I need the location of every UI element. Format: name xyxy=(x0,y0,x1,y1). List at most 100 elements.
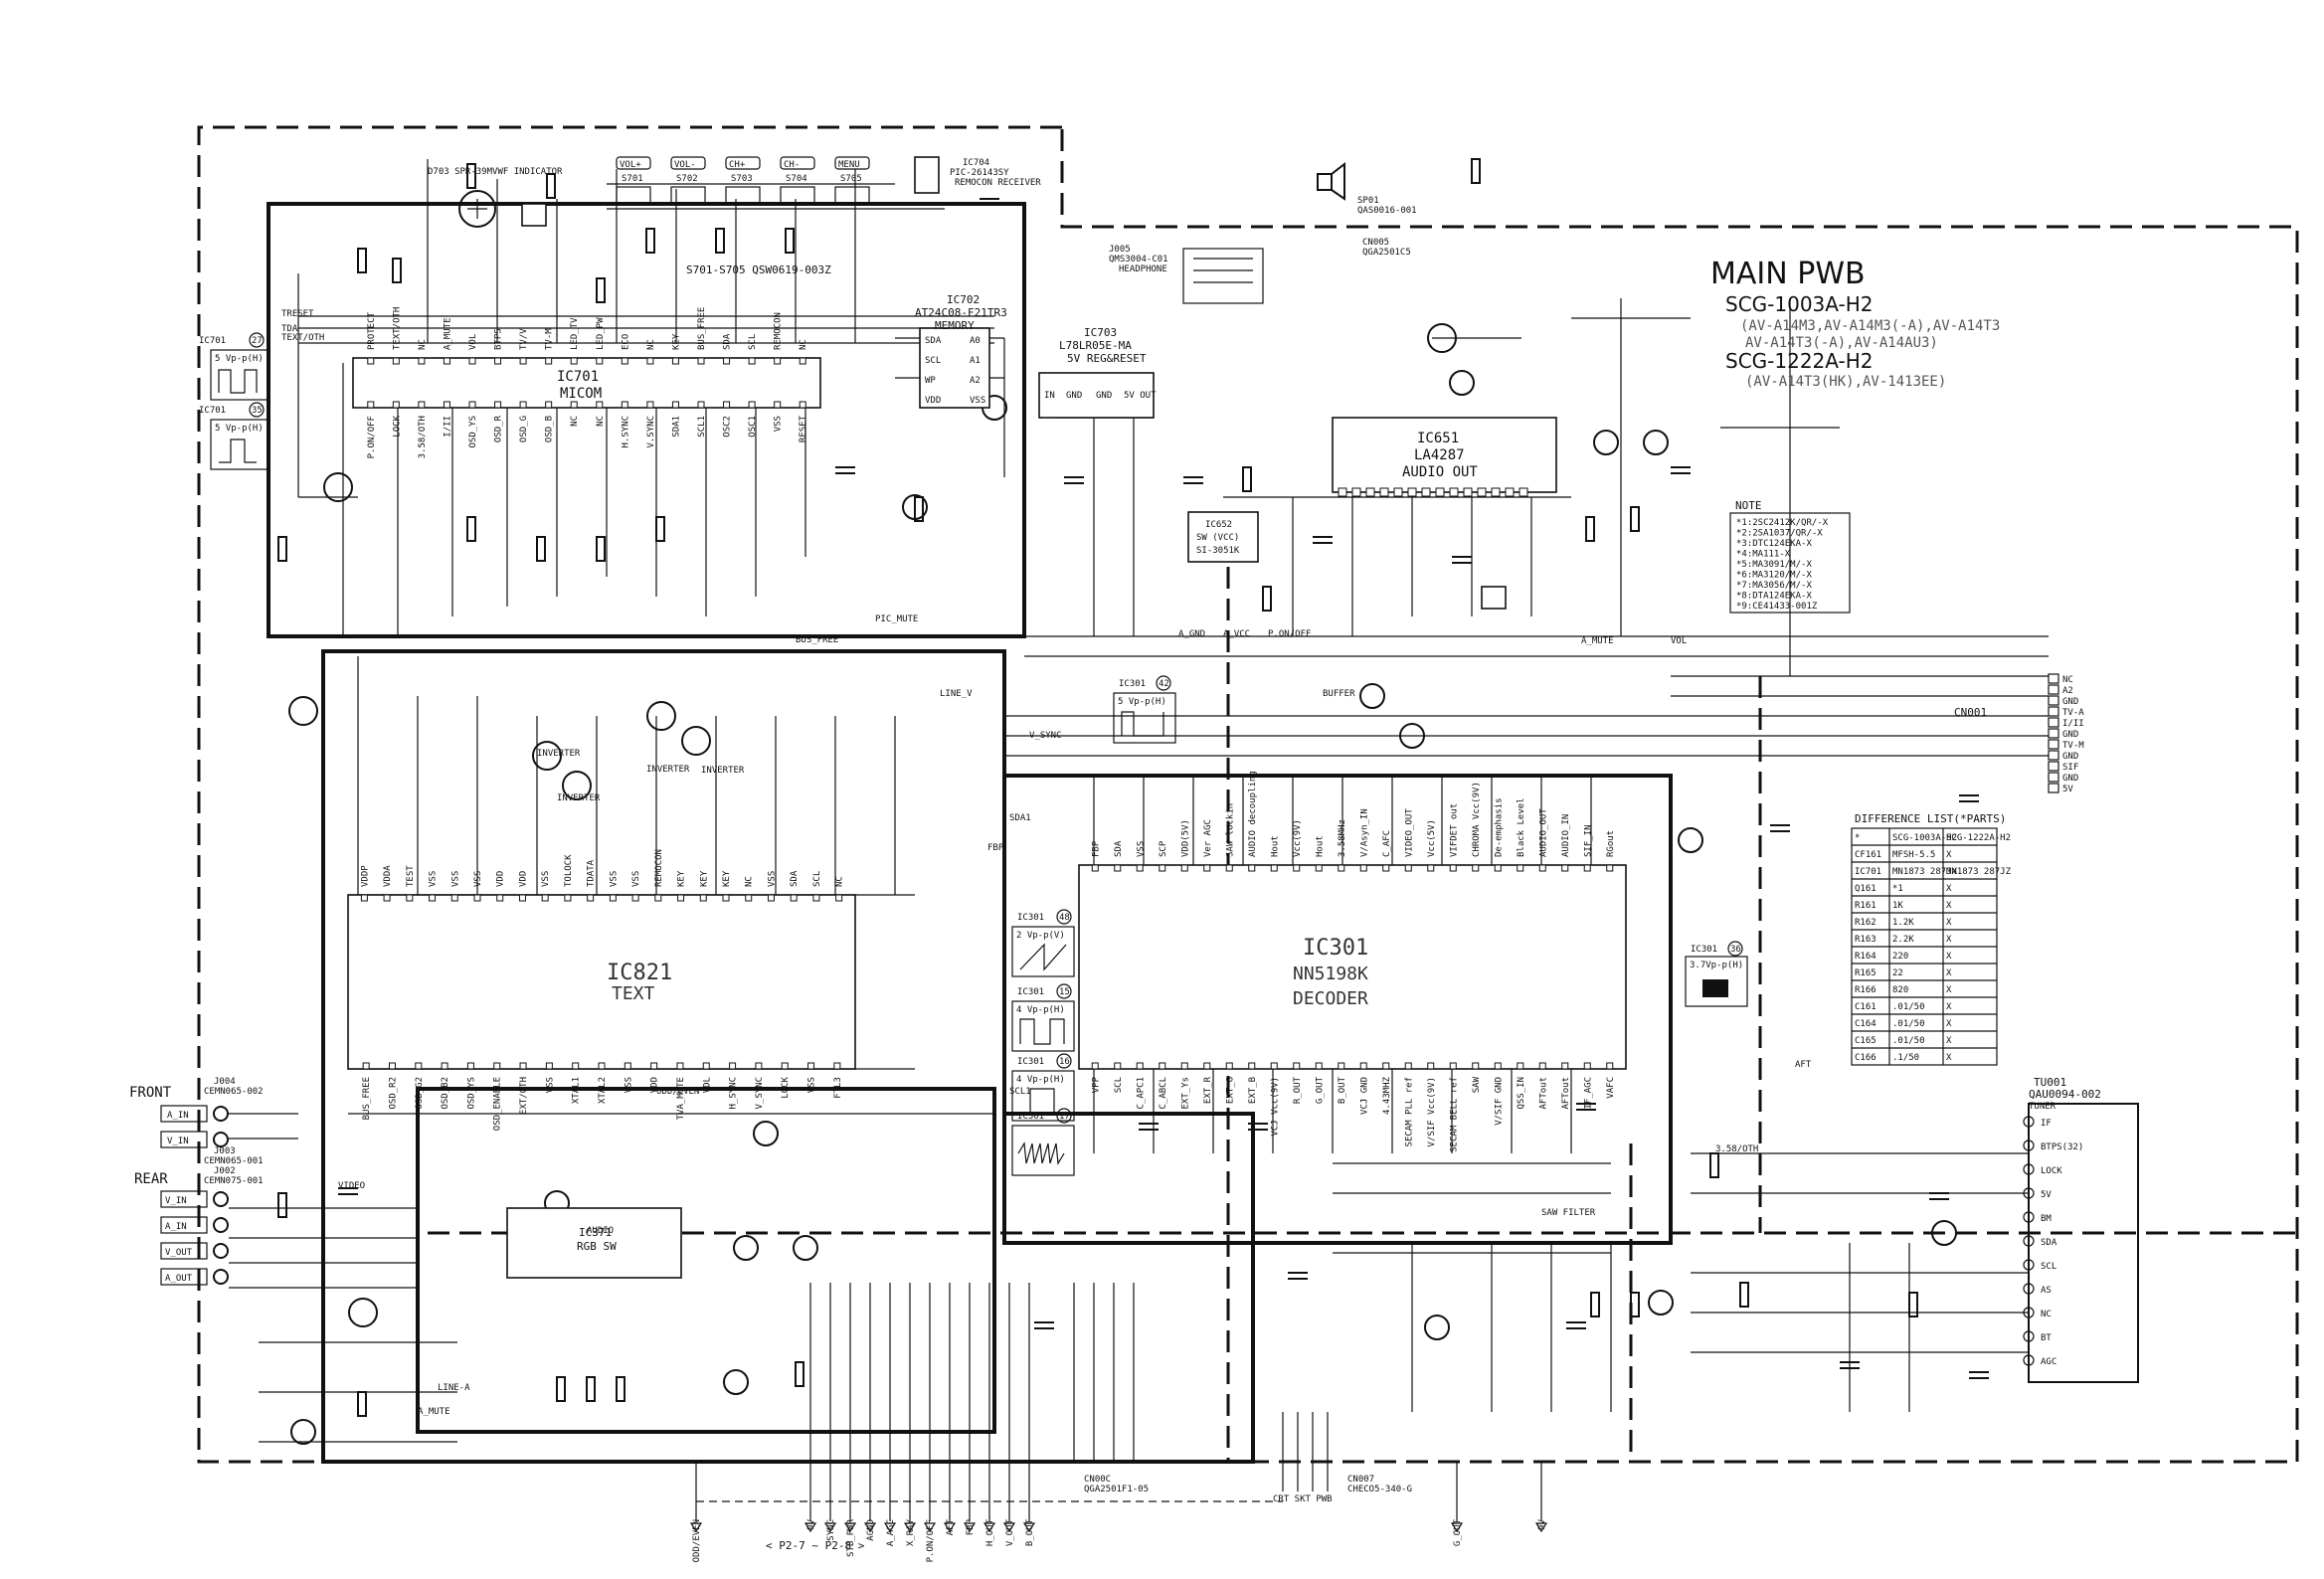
ic701-top-pin-4 xyxy=(468,357,476,365)
ic821-bot-pin-18 xyxy=(833,1062,841,1070)
svg-text:ODD/EVEN: ODD/EVEN xyxy=(656,1087,699,1097)
ic821-bot-pin-label: BUS_FREE xyxy=(362,1077,372,1120)
ic301-top-pin-label: Vcc(9V) xyxy=(1293,819,1303,857)
ic701-bot-pin-label: OSD_G xyxy=(519,416,529,442)
ic301-bot-pin-17 xyxy=(1472,1062,1480,1070)
svg-text:TRESET: TRESET xyxy=(281,309,314,319)
led-indicator: D703 SPR-39MVWF INDICATOR xyxy=(428,167,563,228)
j002-part: CEMN075-001 xyxy=(204,1176,264,1186)
ic821-top-pin-10 xyxy=(587,894,595,902)
diff-cell: X xyxy=(1946,1019,1952,1029)
j005-ref: J005 xyxy=(1109,245,1131,255)
board-code-2: SCG-1222A-H2 xyxy=(1725,349,1874,373)
ic821-top-pin-12 xyxy=(631,894,639,902)
svg-text:IC301: IC301 xyxy=(1017,913,1044,923)
ic701-top-pin-label: SCL xyxy=(748,334,758,350)
ic821-bot-pin-6 xyxy=(519,1062,527,1070)
bottom-signal-label: B_OUT xyxy=(1025,1518,1035,1546)
ic704-desc: REMOCON RECEIVER xyxy=(955,178,1041,188)
diff-cell: CF161 xyxy=(1855,850,1881,860)
ic821-top-pin-16 xyxy=(722,894,730,902)
ic821-bot-pin-0 xyxy=(362,1062,370,1070)
button-label: CH+ xyxy=(729,160,746,170)
ic702-desc: MEMORY xyxy=(935,319,975,332)
ic821-top-pin-label: TEST xyxy=(406,865,416,887)
svg-text:SCL1: SCL1 xyxy=(1009,1087,1031,1097)
front-jack-label: V_IN xyxy=(167,1137,189,1146)
svg-text:5V OUT: 5V OUT xyxy=(1124,391,1157,401)
tuner-ref: TU001 xyxy=(2034,1076,2066,1089)
ic301-bot-pin-label: V/SIF Vcc(9V) xyxy=(1427,1077,1437,1146)
rear-jack-label: A_OUT xyxy=(165,1274,193,1284)
svg-text:SDA: SDA xyxy=(925,336,942,346)
ic701-bot-pin-11 xyxy=(646,401,654,409)
diff-cell: 2.2K xyxy=(1892,935,1914,945)
svg-text:BUS_FREE: BUS_FREE xyxy=(796,635,838,645)
ic701-top-pin-1 xyxy=(392,357,400,365)
led-label: D703 SPR-39MVWF INDICATOR xyxy=(428,167,563,177)
button-ref: S701 xyxy=(622,174,643,184)
svg-text:AUDIO: AUDIO xyxy=(587,1226,614,1236)
bottom-signal-arrow xyxy=(1450,1522,1464,1533)
note-item: *2:2SA1037/QR/-X xyxy=(1736,529,1823,539)
ic821-top-pin-label: VDDP xyxy=(360,865,370,887)
ic371-block: IC371 RGB SW xyxy=(506,1207,682,1279)
ic821-name: TEXT xyxy=(612,983,655,1004)
sw-ref-label: S701-S705 QSW0619-003Z xyxy=(686,263,831,276)
diff-cell: X xyxy=(1946,884,1952,894)
ic301-top-pin-label: SIF_IN xyxy=(1583,824,1593,857)
bottom-signal-arrow xyxy=(863,1522,877,1533)
ic301-top-pin-label: Hout xyxy=(1270,835,1280,857)
ic301-top-pin-20 xyxy=(1538,864,1546,872)
ic701-top-pin-14 xyxy=(723,357,731,365)
ic821-top-pin-9 xyxy=(564,894,572,902)
ic301-top-pin-11 xyxy=(1338,864,1345,872)
note-item: *3:DTC124EKA-X xyxy=(1736,539,1812,549)
button-ref: S702 xyxy=(676,174,698,184)
bottom-signal-arrow xyxy=(823,1522,837,1533)
diff-cell: MN1873 287JZ xyxy=(1946,867,2012,877)
bottom-signal-arrow xyxy=(923,1522,937,1533)
ic701-top-pin-label: KEY xyxy=(671,333,681,350)
j005-desc: HEADPHONE xyxy=(1119,264,1167,274)
svg-text:AFT: AFT xyxy=(1795,1060,1812,1070)
cn001-pin-label: SIF xyxy=(2062,763,2078,773)
ic701-bot-pin-16 xyxy=(774,401,782,409)
ic701-bot-pin-5 xyxy=(494,401,502,409)
diff-cell: X xyxy=(1946,952,1952,962)
bottom-signal-arrow xyxy=(963,1522,977,1533)
svg-text:LINE_V: LINE_V xyxy=(940,689,973,699)
diff-cell: R164 xyxy=(1855,952,1877,962)
ic701-bot-pin-9 xyxy=(596,401,604,409)
bus-outline-decoder xyxy=(1002,774,1673,1245)
cn001-pin xyxy=(2048,728,2059,739)
svg-text:IC301: IC301 xyxy=(1017,987,1044,997)
board-models-1b: AV-A14T3(-A),AV-A14AU3) xyxy=(1745,335,1938,351)
ic821-top-pin-0 xyxy=(360,894,368,902)
ic651-ref: IC651 xyxy=(1417,431,1459,446)
ic701-top-pin-label: TV/V xyxy=(519,328,529,350)
svg-text:SCL: SCL xyxy=(925,356,941,366)
ic701-bot-pin-1 xyxy=(392,401,400,409)
ic301-top-pin-19 xyxy=(1517,864,1524,872)
ic821-bot-pin-1 xyxy=(388,1062,396,1070)
ic821-bot-pin-17 xyxy=(807,1062,815,1070)
component-symbols xyxy=(277,158,1989,1417)
bottom-signal-label: G_OUT xyxy=(1453,1518,1463,1546)
tuner-pin xyxy=(2023,1283,2035,1295)
ic301-top-pin-label: RGout xyxy=(1606,830,1616,857)
cn00c-part: QGA2501F1-05 xyxy=(1084,1485,1149,1494)
ic301-bot-pin-19 xyxy=(1517,1062,1524,1070)
bottom-signal-label: STB_PWR xyxy=(846,1518,856,1557)
bottom-signal-arrow xyxy=(1022,1522,1036,1533)
ic301-bot-pin-16 xyxy=(1449,1062,1457,1070)
ic821-bot-pin-label: VSS xyxy=(624,1077,633,1093)
ic821-top-pin-label: VSS xyxy=(429,871,439,887)
ic301-top-pin-18 xyxy=(1494,864,1502,872)
diff-cell: .1/50 xyxy=(1892,1053,1919,1063)
ic821-top-pin-1 xyxy=(383,894,391,902)
svg-text:4 Vp-p(H): 4 Vp-p(H) xyxy=(1016,1005,1065,1015)
svg-text:GND: GND xyxy=(1066,391,1082,401)
scope-ic301-16: IC301 16 4 Vp-p(H) xyxy=(1011,1053,1075,1122)
